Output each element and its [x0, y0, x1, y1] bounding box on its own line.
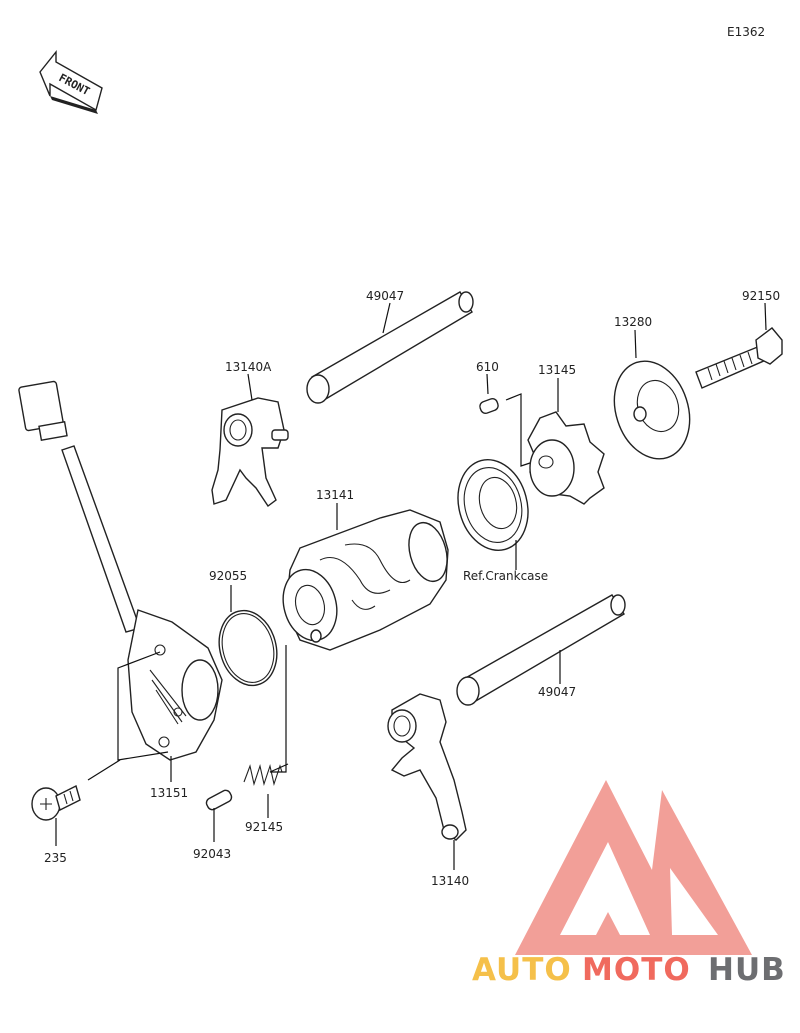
- pin-92043: [205, 789, 233, 811]
- diagram-code: E1362: [727, 25, 765, 39]
- label-92043: 92043: [193, 847, 231, 861]
- label-610: 610: [476, 360, 499, 374]
- shift-fork-13140a: [211, 397, 289, 508]
- shift-fork-13140: [387, 693, 467, 841]
- label-ref-crankcase: Ref.Crankcase: [463, 569, 548, 583]
- label-13145: 13145: [538, 363, 576, 377]
- plate-13280: [613, 360, 691, 460]
- shift-drum-cam-13145: [527, 411, 605, 505]
- watermark-text: AUTO MOTO HUB: [472, 952, 786, 988]
- bearing-ref-crankcase: [457, 459, 529, 551]
- front-arrow-icon: FRONT: [39, 50, 103, 114]
- label-13140: 13140: [431, 874, 469, 888]
- label-13280: 13280: [614, 315, 652, 329]
- shaft-top: [306, 291, 474, 404]
- label-13140a: 13140A: [225, 360, 272, 374]
- shaft-bottom: [456, 594, 626, 706]
- watermark-moto: MOTO: [582, 952, 691, 988]
- label-13151: 13151: [150, 786, 188, 800]
- o-ring-92055: [218, 609, 278, 687]
- watermark-logo: [515, 780, 752, 955]
- label-235: 235: [44, 851, 67, 865]
- label-92145: 92145: [245, 820, 283, 834]
- label-13141: 13141: [316, 488, 354, 502]
- bolt-92150: [695, 327, 783, 389]
- screw-235: [31, 784, 81, 821]
- watermark-hub: HUB: [708, 952, 786, 988]
- label-49047-bottom: 49047: [538, 685, 576, 699]
- shift-drum-13141: [282, 509, 449, 651]
- label-92150: 92150: [742, 289, 780, 303]
- pin-610: [479, 397, 499, 415]
- gear-position-sensor-13151: [18, 380, 223, 761]
- label-92055: 92055: [209, 569, 247, 583]
- watermark-auto: AUTO: [472, 952, 572, 988]
- label-49047-top: 49047: [366, 289, 404, 303]
